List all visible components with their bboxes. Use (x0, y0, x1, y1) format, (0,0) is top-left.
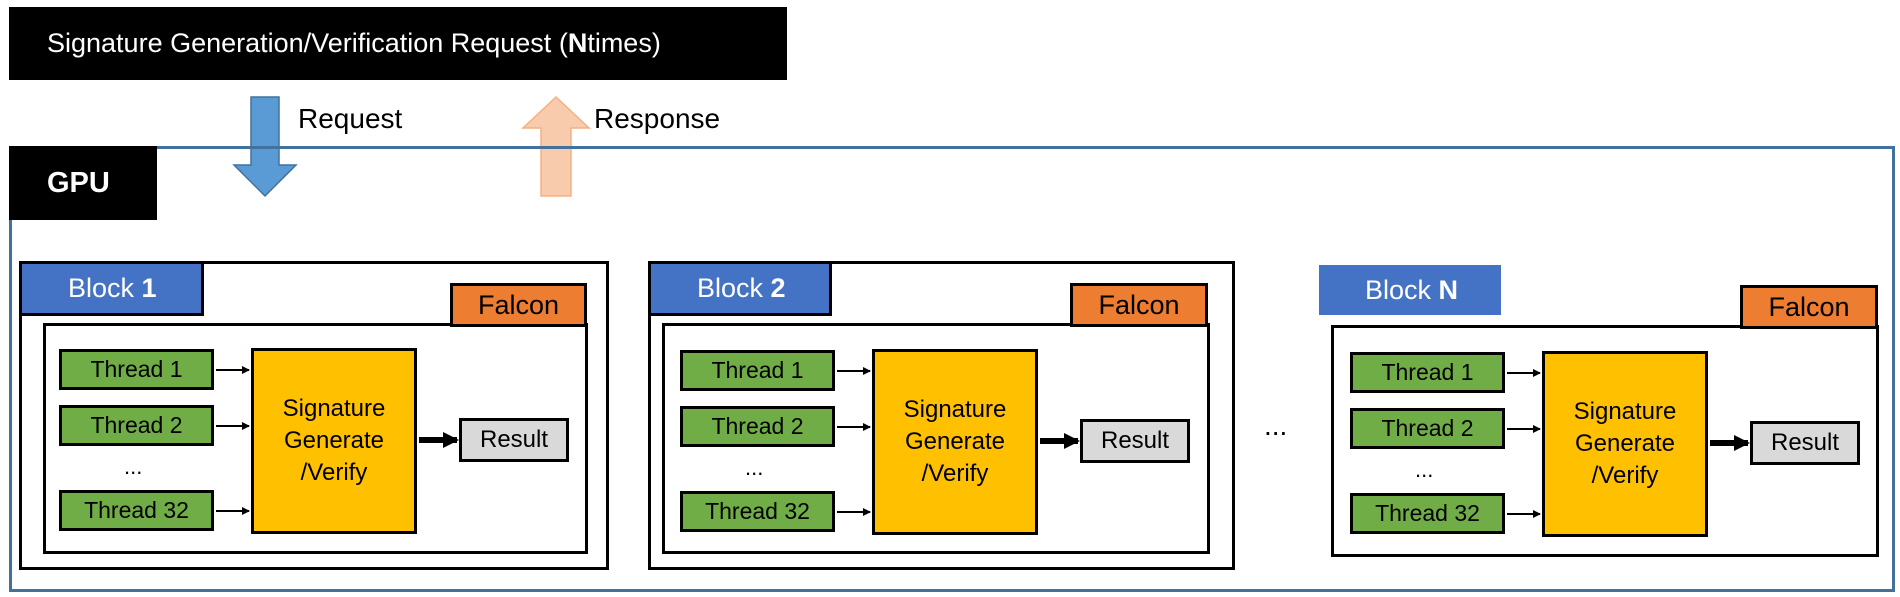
block-1-core-line-2: Generate (283, 427, 385, 454)
block-n-thread-1: Thread 1 (1350, 352, 1505, 393)
block-1-core-line-1: Signature (282, 395, 386, 422)
block-2-core-line-2: Generate (904, 428, 1006, 455)
block-1-thread-32: Thread 32 (59, 490, 214, 531)
request-banner-n: N (567, 28, 588, 58)
request-label: Request (298, 103, 403, 134)
block-n-label-number: N (1438, 274, 1459, 305)
block-2-core-line-1: Signature (903, 396, 1007, 423)
block-n-label: Block N (1319, 265, 1501, 315)
block-n-result: Result (1750, 421, 1860, 465)
block-1-thread-1: Thread 1 (59, 349, 214, 390)
block-1-core-line-3: /Verify (300, 459, 368, 486)
block-2-thread-1: Thread 1 (680, 350, 835, 391)
block-1-result: Result (459, 418, 569, 462)
block-2-label-prefix: Block (697, 273, 771, 303)
block-n-signature-core: Signature Generate /Verify (1542, 351, 1708, 537)
gpu-label: GPU (9, 146, 157, 220)
gpu-frame (9, 146, 1895, 592)
block-2-thread-ellipsis: ... (745, 455, 764, 480)
block-2-thread-2: Thread 2 (680, 406, 835, 447)
block-1-thread-ellipsis: ... (124, 454, 143, 479)
blocks-ellipsis: ... (1264, 410, 1288, 441)
block-n-label-prefix: Block (1365, 274, 1439, 305)
response-label: Response (594, 103, 721, 134)
block-1-label-number: 1 (141, 273, 157, 303)
block-1-label: Block 1 (19, 261, 204, 316)
block-n-thread-32: Thread 32 (1350, 493, 1505, 534)
request-banner-text: Signature Generation/Verification Reques… (47, 28, 568, 58)
request-banner-suffix: times) (587, 28, 661, 58)
block-n-core-line-3: /Verify (1591, 462, 1659, 489)
block-2-falcon-tag: Falcon (1070, 283, 1208, 327)
block-2-signature-core: Signature Generate /Verify (872, 349, 1038, 535)
block-2-label-number: 2 (770, 273, 786, 303)
block-n-core-line-1: Signature (1573, 398, 1677, 425)
block-2-label: Block 2 (648, 261, 832, 316)
block-1-signature-core: Signature Generate /Verify (251, 348, 417, 534)
block-n-falcon-tag: Falcon (1740, 285, 1878, 329)
block-1-thread-2: Thread 2 (59, 405, 214, 446)
block-2-result: Result (1080, 419, 1190, 463)
request-banner: Signature Generation/Verification Reques… (9, 7, 787, 80)
block-1-falcon-tag: Falcon (450, 283, 587, 327)
block-2-thread-32: Thread 32 (680, 491, 835, 532)
block-2-core-line-3: /Verify (921, 460, 989, 487)
block-n-thread-ellipsis: ... (1415, 457, 1434, 482)
block-n-thread-2: Thread 2 (1350, 408, 1505, 449)
block-n-core-line-2: Generate (1574, 430, 1676, 457)
block-1-label-prefix: Block (68, 273, 142, 303)
